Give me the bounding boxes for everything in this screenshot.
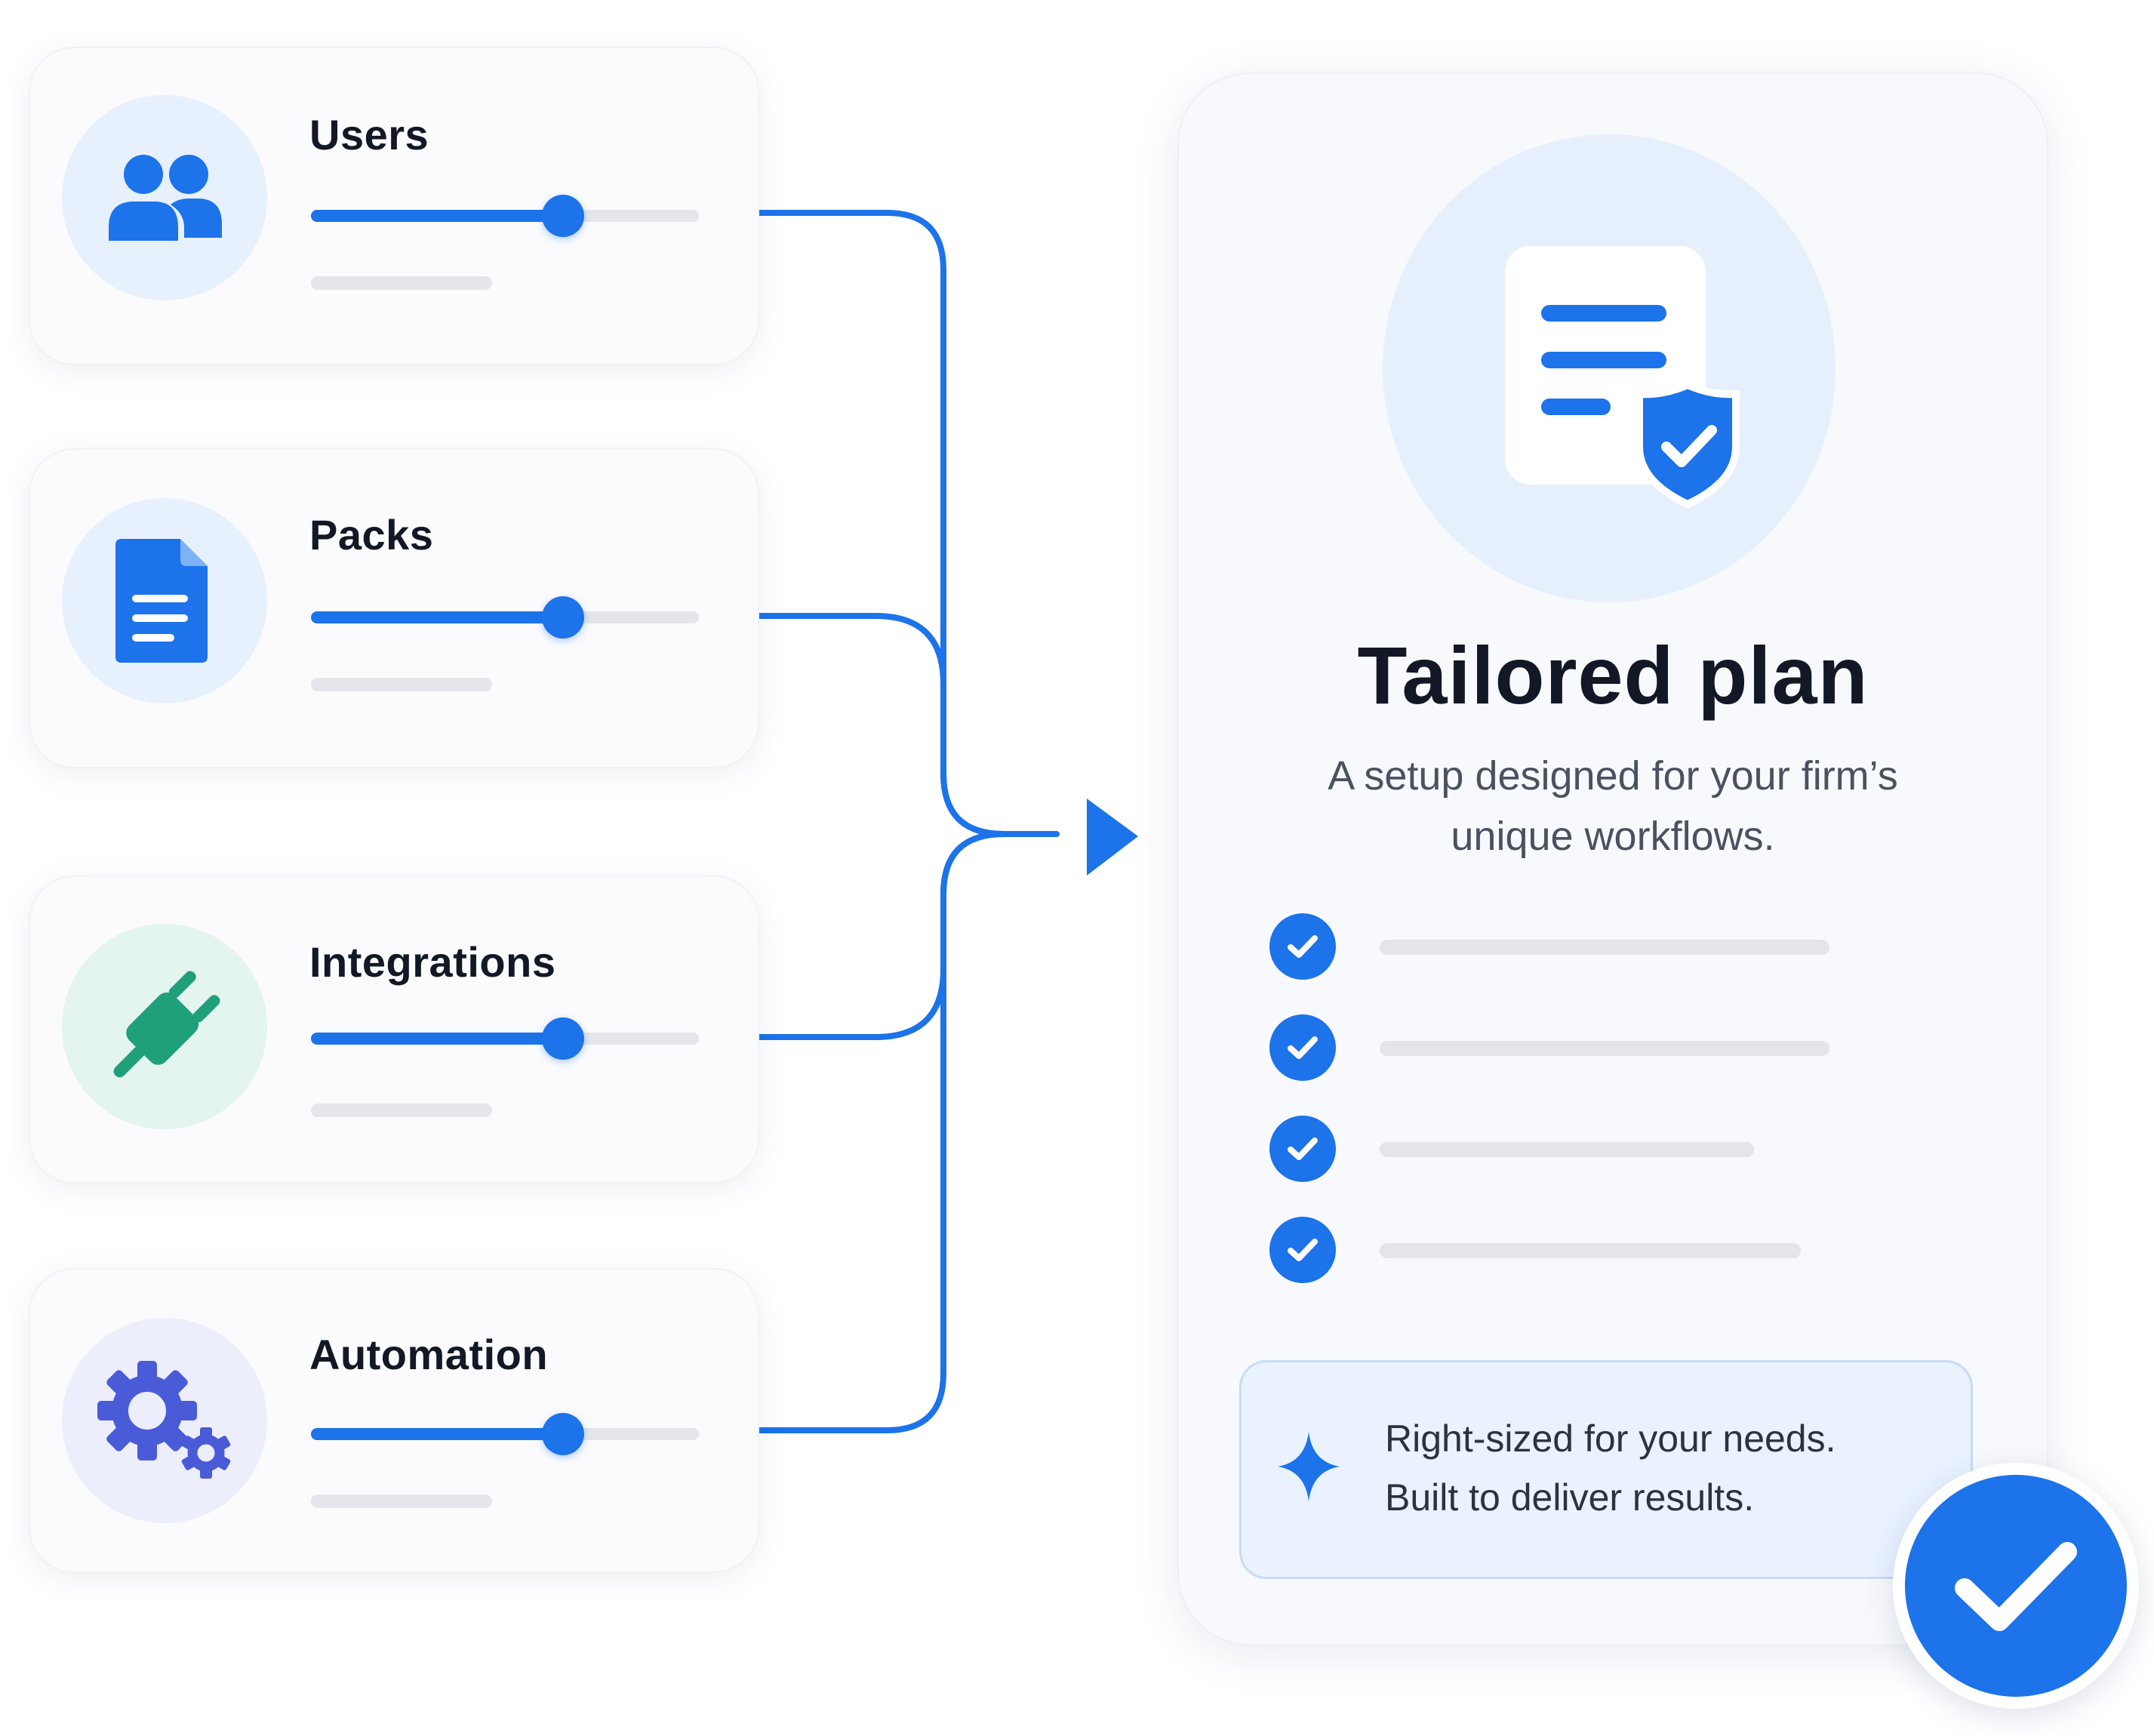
checklist-placeholder-line <box>1380 1243 1801 1258</box>
slider-thumb-automation[interactable] <box>542 1413 585 1455</box>
check-circle-icon <box>1269 1116 1336 1182</box>
callout-line1: Right-sized for your needs. <box>1385 1417 1836 1460</box>
checklist-placeholder-line <box>1380 940 1829 955</box>
checklist-item <box>1269 1116 1949 1183</box>
checklist-item <box>1269 1217 1949 1285</box>
input-card-users: Users <box>29 47 759 365</box>
tailored-plan-card: Tailored plan A setup designed for your … <box>1177 72 2048 1645</box>
check-badge-icon <box>1893 1463 2139 1709</box>
checklist-item <box>1269 1014 1949 1082</box>
plug-icon <box>62 924 267 1129</box>
card-title-users: Users <box>309 111 429 159</box>
slider-thumb-packs[interactable] <box>542 596 585 639</box>
placeholder-line <box>311 276 492 290</box>
placeholder-line <box>311 678 492 691</box>
slider-thumb-integrations[interactable] <box>542 1017 585 1060</box>
placeholder-line <box>311 1103 492 1117</box>
document-shield-icon <box>1383 134 1836 602</box>
check-badge-inner <box>1905 1475 2127 1697</box>
plan-description-line2: unique workflows. <box>1451 814 1775 859</box>
arrow-head <box>1087 799 1138 876</box>
input-card-automation: Automation <box>29 1268 759 1573</box>
card-title-automation: Automation <box>309 1331 549 1378</box>
plan-description: A setup designed for your firm’s unique … <box>1254 746 1971 866</box>
slider-automation[interactable] <box>311 1413 699 1455</box>
checklist-placeholder-line <box>1380 1041 1829 1056</box>
slider-fill-users <box>311 210 564 222</box>
connector-packs <box>755 613 1007 837</box>
slider-fill-integrations <box>311 1033 564 1045</box>
card-title-integrations: Integrations <box>309 938 556 986</box>
plan-title: Tailored plan <box>1357 629 1869 721</box>
connector-automation <box>755 831 1007 1433</box>
check-circle-icon <box>1269 1014 1336 1081</box>
connector-users <box>755 210 1060 837</box>
input-card-integrations: Integrations <box>29 876 759 1183</box>
check-circle-icon <box>1269 1217 1336 1283</box>
sparkle-icon <box>1278 1432 1340 1501</box>
checklist-placeholder-line <box>1380 1142 1754 1157</box>
input-card-packs: Packs <box>29 448 759 768</box>
callout-text: Right-sized for your needs. Built to del… <box>1385 1409 1836 1527</box>
slider-fill-automation <box>311 1428 564 1440</box>
slider-packs[interactable] <box>311 596 699 639</box>
document-icon <box>62 498 267 703</box>
slider-users[interactable] <box>311 195 699 237</box>
placeholder-line <box>311 1494 492 1508</box>
users-icon <box>62 95 267 300</box>
checklist-item <box>1269 913 1949 981</box>
callout-line2: Built to deliver results. <box>1385 1476 1755 1519</box>
card-title-packs: Packs <box>309 511 434 559</box>
plan-description-line1: A setup designed for your firm’s <box>1328 753 1898 799</box>
gears-icon <box>62 1318 267 1523</box>
connector-integrations <box>755 831 1007 1040</box>
check-circle-icon <box>1269 913 1336 980</box>
slider-fill-packs <box>311 611 564 623</box>
plan-callout: Right-sized for your needs. Built to del… <box>1239 1360 1973 1579</box>
slider-thumb-users[interactable] <box>542 195 585 237</box>
slider-integrations[interactable] <box>311 1017 699 1060</box>
